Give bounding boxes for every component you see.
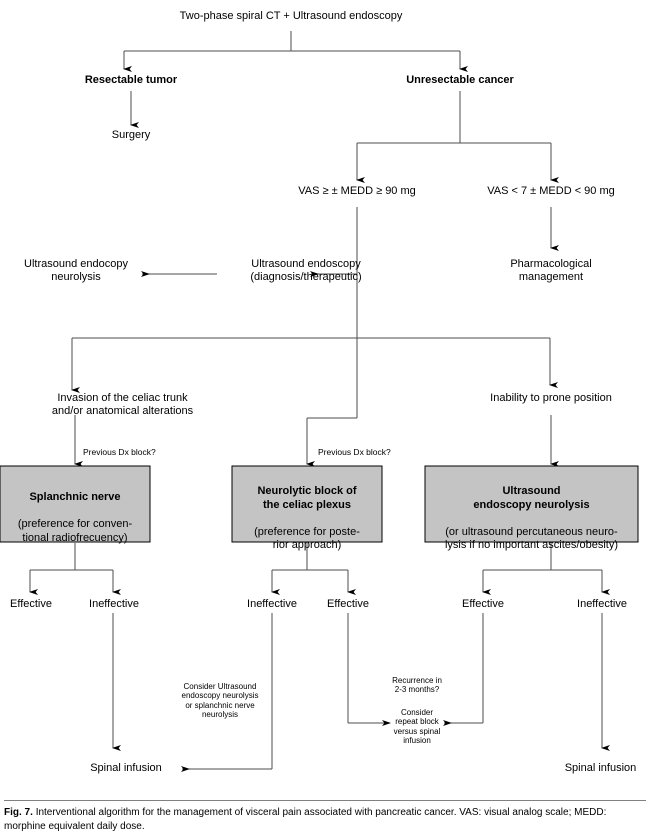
node-pharmacological-management: Pharmacological management [510,258,592,283]
label-effective-1: Effective [10,598,52,610]
node-spinal-infusion-left: Spinal infusion [90,762,162,774]
box-ultrasound-neurolysis-body: (or ultrasound percutaneous neuro- lysis… [444,525,618,552]
node-vas-high: VAS ≥ ± MEDD ≥ 90 mg [298,185,416,197]
flowchart-connectors [0,31,639,772]
label-ineffective-4: Ineffective [577,598,627,610]
label-previous-dx-block-left: Previous Dx block? [83,447,156,457]
label-effective-3: Effective [462,598,504,610]
box-splanchnic-nerve-label: Splanchnic nerve (preference for conven-… [0,478,150,545]
box-ultrasound-endoscopy-neurolysis[interactable] [424,465,639,543]
node-ultrasound-endocopy-neurolysis: Ultrasound endocopy neurolysis [24,258,128,283]
node-spinal-infusion-right: Spinal infusion [564,762,637,774]
node-unresectable-cancer: Unresectable cancer [406,74,514,86]
note-recurrence-2-3-months: Recurrence in 2-3 months? [392,676,442,695]
box-ultrasound-neurolysis-label: Ultrasound endoscopy neurolysis (or ultr… [425,472,638,552]
box-ultrasound-neurolysis-title: Ultrasound endoscopy neurolysis [473,485,590,511]
caption-divider [4,800,646,801]
label-ineffective-2: Ineffective [247,598,297,610]
node-ultrasound-endoscopy-diagnosis: Ultrasound endoscopy (diagnosis/therapeu… [250,258,362,283]
box-splanchnic-nerve-title: Splanchnic nerve [29,491,121,504]
node-vas-low: VAS < 7 ± MEDD < 90 mg [487,185,615,197]
node-surgery: Surgery [111,129,151,141]
node-inability-prone-position: Inability to prone position [490,392,612,404]
node-root: Two-phase spiral CT + Ultrasound endosco… [179,10,403,22]
label-effective-2: Effective [327,598,369,610]
label-previous-dx-block-middle: Previous Dx block? [318,447,391,457]
node-invasion-celiac-trunk: Invasion of the celiac trunk and/or anat… [51,392,194,417]
box-neurolytic-block-label: Neurolytic block of the celiac plexus (p… [232,472,382,552]
figure-caption-text: Interventional algorithm for the managem… [4,807,607,832]
box-neurolytic-block-title: Neurolytic block of the celiac plexus [257,485,357,511]
note-consider-repeat-block: Consider repeat block versus spinal infu… [393,708,441,746]
figure-caption-prefix: Fig. 7. [4,807,33,818]
label-ineffective-1: Ineffective [89,598,139,610]
gray-boxes [0,465,639,543]
box-neurolytic-block[interactable] [231,465,383,543]
box-splanchnic-nerve[interactable] [0,465,151,543]
box-neurolytic-block-body: (preference for poste- rior approach) [254,525,360,552]
box-splanchnic-nerve-body: (preference for conven- tional radiofrec… [17,518,133,544]
figure-caption: Fig. 7. Interventional algorithm for the… [4,806,648,833]
note-consider-ultrasound-neurolysis: Consider Ultrasound endoscopy neurolysis… [181,682,259,720]
node-resectable-tumor: Resectable tumor [84,74,178,86]
